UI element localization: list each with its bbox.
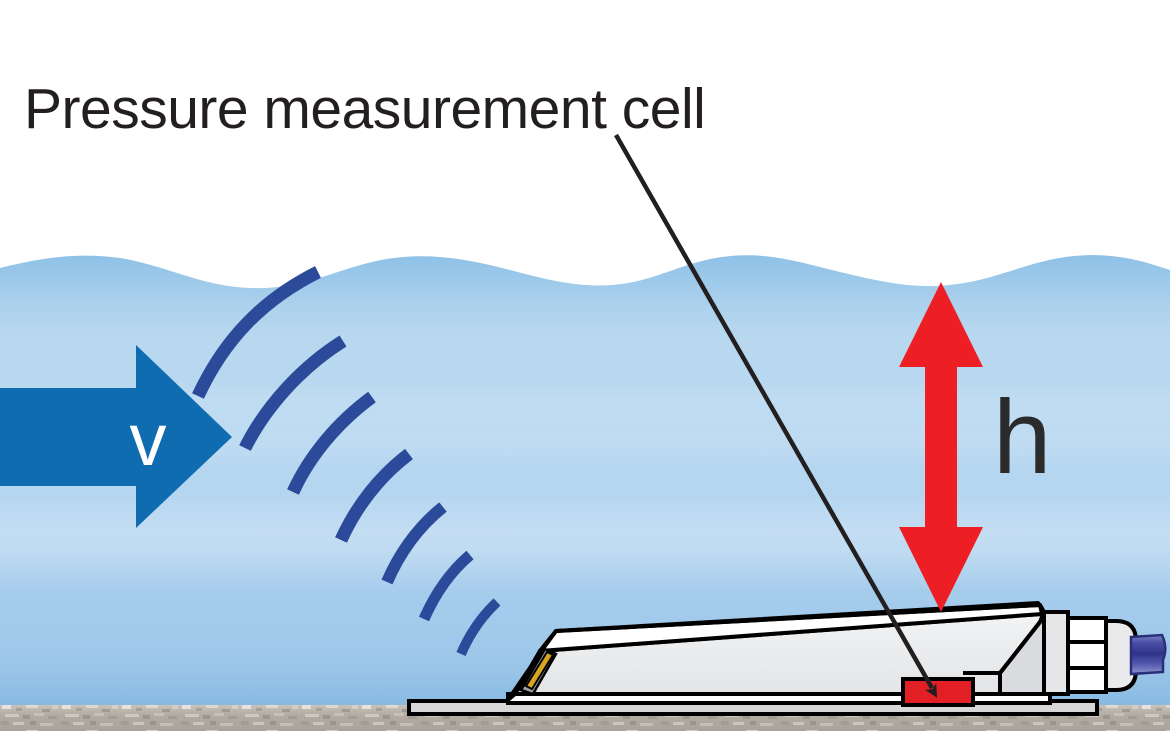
callout-pressure-measurement-cell: Pressure measurement cell — [24, 77, 938, 698]
height-arrow-shape — [899, 282, 983, 612]
sensor-rear-end-plate — [1042, 610, 1070, 696]
acoustic-arc-2 — [239, 335, 347, 451]
red-pressure-cell-block — [901, 677, 975, 707]
flow-velocity-arrow: v — [0, 345, 232, 528]
cable-gland-hex-nut — [1066, 616, 1108, 694]
acoustic-arc-6 — [418, 550, 474, 622]
acoustic-arc-4 — [335, 448, 413, 543]
acoustic-sensor-assembly — [407, 601, 1167, 716]
sensor-cable — [1129, 633, 1167, 676]
acoustic-arc-1 — [192, 266, 321, 399]
acoustic-arc-7 — [456, 598, 501, 657]
water-height-label: h — [993, 379, 1051, 496]
sensor-transducer-window — [519, 647, 558, 696]
flow-velocity-label: v — [130, 398, 167, 481]
callout-leader-line — [614, 133, 938, 698]
acoustic-arc-5 — [381, 502, 447, 585]
acoustic-arc-3 — [287, 391, 376, 495]
sensor-nose-face — [506, 629, 558, 702]
acoustic-beam-arcs — [192, 266, 501, 657]
page-title: Pressure measurement cell — [24, 77, 705, 141]
water-height-arrow: h — [899, 282, 1051, 612]
flow-arrow-shape — [0, 345, 232, 528]
sensor-rear-bevel-edge — [963, 620, 1042, 675]
